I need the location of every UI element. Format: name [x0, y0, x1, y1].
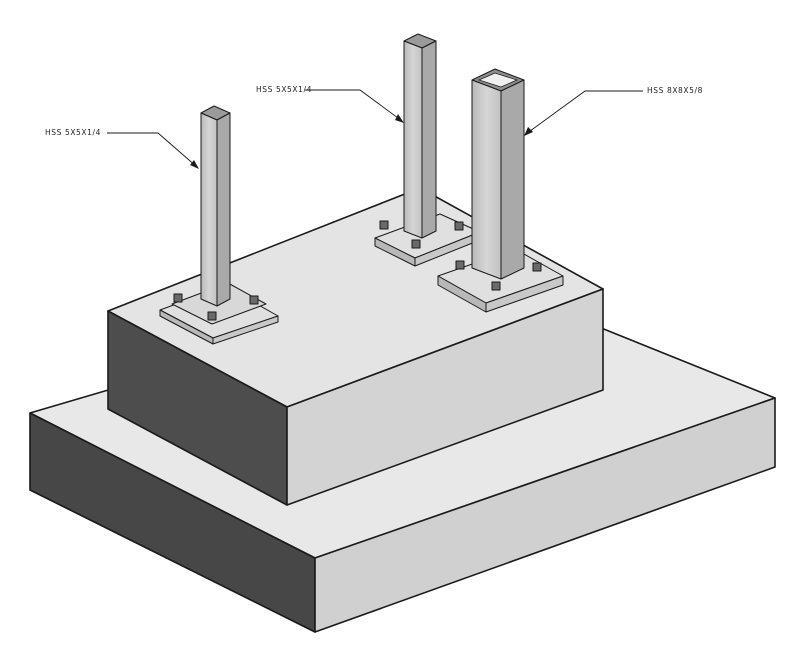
column-right-inner	[477, 72, 519, 88]
callout-middle-label: HSS 5X5X1/4	[256, 85, 312, 94]
column-right-side	[500, 79, 525, 280]
anchor-bolt	[379, 220, 464, 249]
leader-line	[107, 132, 198, 168]
callout-left-label: HSS 5X5X1/4	[45, 128, 101, 137]
column-middle-side	[421, 40, 437, 239]
anchor-bolt	[173, 293, 259, 321]
slab-right-face	[314, 397, 776, 633]
leader-line	[525, 90, 643, 135]
callout-right-label: HSS 8X8X5/8	[647, 86, 703, 95]
base-plate-middle	[374, 213, 481, 267]
pedestal-right-face	[286, 288, 604, 506]
column-right	[471, 68, 525, 280]
callout-left: HSS 5X5X1/4	[45, 128, 199, 169]
column-left-front	[200, 112, 218, 307]
column-middle	[403, 33, 437, 239]
leader-arrowhead	[395, 114, 404, 123]
base-plate-right-side	[485, 275, 564, 313]
callout-right: HSS 8X8X5/8	[524, 86, 703, 136]
base-plate-left-side	[212, 315, 279, 345]
leader-arrowhead	[190, 160, 199, 169]
leader-arrowhead	[524, 127, 533, 136]
column-right-front	[471, 79, 502, 280]
callout-middle: HSS 5X5X1/4	[256, 85, 404, 123]
column-middle-front	[403, 40, 423, 239]
leader-line	[305, 89, 403, 122]
column-left-side	[216, 112, 231, 307]
column-left	[200, 105, 231, 307]
anchor-bolt	[455, 260, 542, 291]
